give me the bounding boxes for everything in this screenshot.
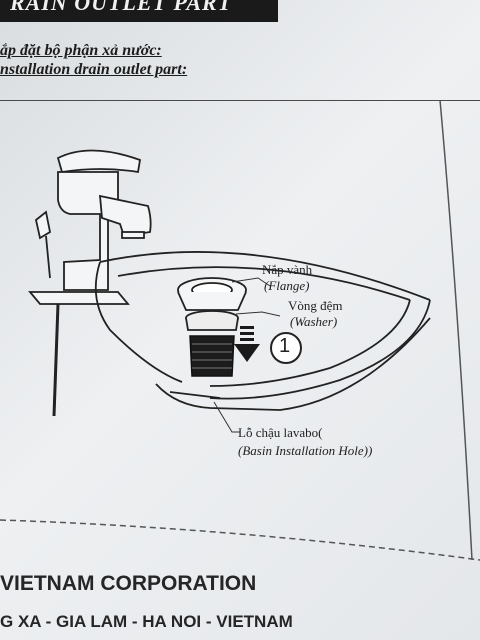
basin-inner-wall <box>209 299 411 387</box>
basin-illustration <box>94 251 431 411</box>
faucet-illustration <box>28 149 152 417</box>
drain-washer <box>185 310 239 331</box>
subtitle-vietnamese: ắp đặt bộ phận xả nước: <box>0 42 162 59</box>
drain-threaded-body <box>189 335 235 377</box>
supply-pipe <box>52 303 60 417</box>
washer-leader <box>235 311 281 317</box>
cut-line <box>0 519 480 561</box>
subtitle-english: nstallation drain outlet part: <box>0 61 188 78</box>
basin-inner-rim <box>117 266 411 301</box>
countertop <box>28 291 130 305</box>
faucet-aerator <box>121 231 145 239</box>
flange-leader <box>231 277 271 287</box>
drain-flange <box>177 277 247 311</box>
section-header-bar: RAIN OUTLET PART <box>0 0 278 22</box>
basin-outer-rim <box>99 251 431 301</box>
install-direction-arrow <box>234 326 260 362</box>
faucet-spout <box>98 194 152 238</box>
step-number-text: 1 <box>279 335 291 357</box>
footer-company-name: VIETNAM CORPORATION <box>0 572 257 595</box>
flange-label-english: (Flange) <box>264 278 310 293</box>
basin-hole-label-english: (Basin Installation Hole)) <box>238 443 373 458</box>
washer-label-english: (Washer) <box>290 314 338 329</box>
basin-hole-label-vietnamese: Lỗ chậu lavabo( <box>238 425 323 440</box>
faucet-lever <box>56 149 142 174</box>
page-border-right <box>439 99 473 561</box>
basin-left-wall <box>94 261 183 383</box>
popup-rod <box>45 235 51 279</box>
top-divider-line <box>0 100 480 101</box>
basin-outer-wall <box>209 299 431 400</box>
label-leader-lines <box>213 277 281 433</box>
basin-underside <box>155 317 431 411</box>
step-number-circle <box>270 332 302 364</box>
popup-rod-knob <box>34 210 52 240</box>
faucet-body <box>57 171 119 291</box>
footer-address: G XA - GIA LAM - HA NOI - VIETNAM <box>0 612 293 631</box>
flange-label-vietnamese: Nắp vành <box>262 262 313 277</box>
drain-hole-edge <box>169 391 221 399</box>
washer-label-vietnamese: Vòng đệm <box>288 298 343 313</box>
hole-leader <box>213 401 240 433</box>
section-header-title: RAIN OUTLET PART <box>10 0 233 15</box>
